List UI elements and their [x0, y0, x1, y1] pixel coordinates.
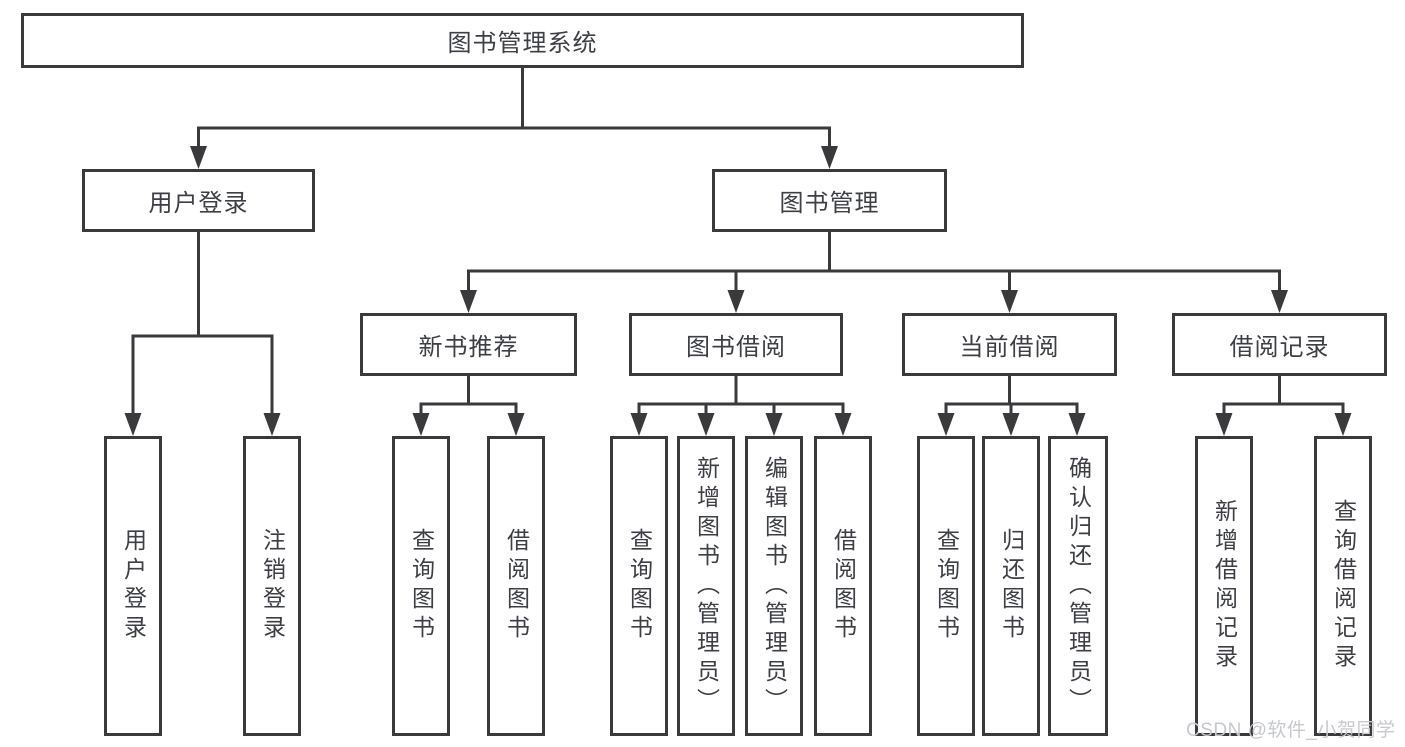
leaf-logout: 注销登录 — [243, 436, 301, 736]
csdn-watermark: CSDN @软件_小贺同学 — [1186, 720, 1396, 741]
node-user-login: 用户登录 — [82, 169, 315, 232]
leaf-add-borrow-record: 新增借阅记录 — [1195, 436, 1253, 736]
leaf-query-books-borrowing: 查询图书 — [610, 436, 668, 736]
leaf-query-books-current: 查询图书 — [917, 436, 975, 736]
arrowheads — [124, 146, 1352, 436]
leaf-user-login: 用户登录 — [104, 436, 162, 736]
leaf-edit-book-admin: 编辑图书（管理员） — [745, 436, 803, 736]
leaf-borrow-books-borrowing: 借阅图书 — [814, 436, 872, 736]
leaf-return-books: 归还图书 — [982, 436, 1040, 736]
leaf-confirm-return-admin: 确认归还（管理员） — [1048, 436, 1108, 736]
node-book-management: 图书管理 — [712, 169, 947, 232]
node-library-management-system: 图书管理系统 — [21, 13, 1024, 68]
leaf-query-books-recommend: 查询图书 — [392, 436, 450, 736]
leaf-borrow-books-recommend: 借阅图书 — [487, 436, 545, 736]
node-borrowing-records: 借阅记录 — [1172, 313, 1387, 376]
node-new-book-recommendation: 新书推荐 — [360, 313, 577, 376]
node-book-borrowing: 图书借阅 — [629, 313, 843, 376]
node-current-borrowing: 当前借阅 — [902, 313, 1117, 376]
leaf-add-book-admin: 新增图书（管理员） — [677, 436, 735, 736]
leaf-query-borrow-record: 查询借阅记录 — [1314, 436, 1372, 736]
